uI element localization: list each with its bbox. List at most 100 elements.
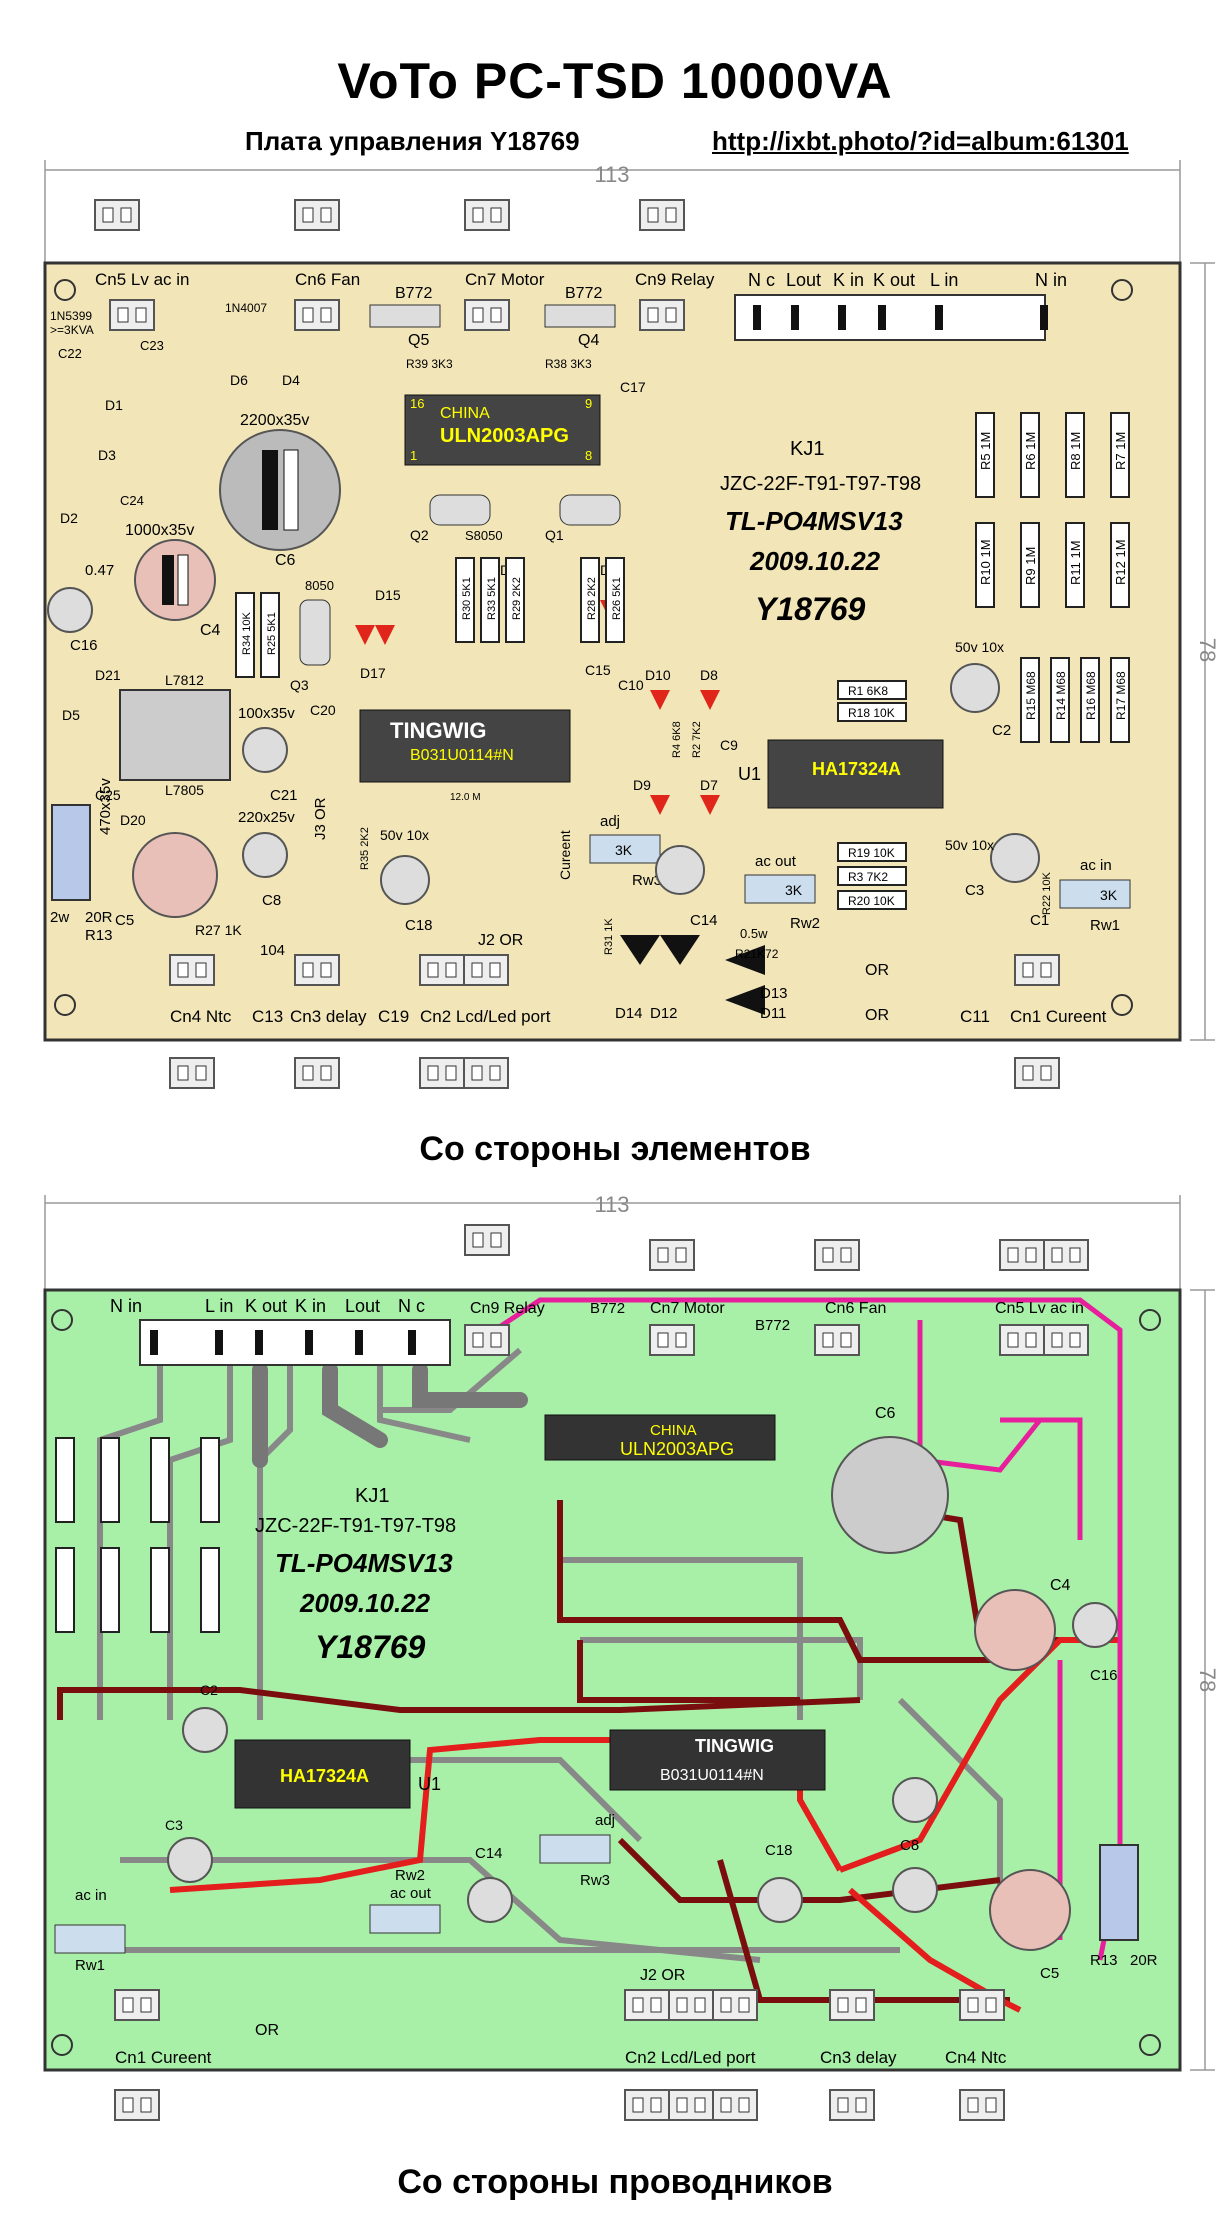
cn7-label-b: Cn7 Motor	[650, 1300, 725, 1317]
relay-terminal-block	[734, 294, 1046, 341]
relay-terminal-label: K out	[245, 1296, 287, 1316]
r21-label: R21K72	[735, 947, 779, 961]
c18-capacitor	[380, 855, 430, 905]
marking-date: 2009.10.22	[749, 546, 881, 576]
c21-capacitor-b	[892, 1777, 938, 1823]
c14-capacitor	[655, 845, 705, 895]
q4-type: B772	[565, 285, 602, 302]
relay-terminal-pin	[838, 305, 846, 330]
q4-ref: Q4	[578, 332, 599, 349]
marking-kj1-b: KJ1	[355, 1485, 389, 1507]
c5-ref-b: C5	[1040, 1965, 1059, 1982]
uln-pin1: 1	[410, 448, 417, 463]
r2-label: R2 7K2	[691, 721, 703, 758]
cn1-label-b: Cn1 Cureent	[115, 2048, 212, 2067]
r19-label: R19 10K	[848, 846, 895, 860]
cn9-label-b: Cn9 Relay	[470, 1300, 545, 1317]
c19-label: C19	[378, 1007, 409, 1026]
rw2-trimmer[interactable]	[744, 874, 816, 904]
c21-ref: C21	[270, 787, 298, 804]
c5-ref: C5	[115, 912, 134, 929]
r15-label: R15 M68	[1024, 671, 1038, 720]
source-url[interactable]: http://ixbt.photo/?id=album:61301	[712, 126, 1129, 156]
relay-terminal-pin	[753, 305, 761, 330]
uln2003-chip-b	[544, 1414, 776, 1461]
rw2-ref: Rw2	[790, 915, 820, 932]
r7-label: R7 1M	[1113, 432, 1128, 470]
c22-label: C22	[58, 346, 82, 361]
c5-capacitor	[132, 832, 218, 918]
n4007-label: 1N4007	[225, 301, 267, 315]
r26-label: R26 5K1	[611, 577, 623, 620]
or-label-b: OR	[255, 2022, 279, 2039]
trace-side-caption: Со стороны проводников	[397, 2163, 833, 2201]
r12-label: R12 1M	[1113, 539, 1128, 585]
cn4-label-b: Cn4 Ntc	[945, 2048, 1007, 2067]
ac-in-label-b: ac in	[75, 1887, 107, 1904]
relay-terminal-pin	[215, 1330, 223, 1355]
r18-label: R18 10K	[848, 706, 895, 720]
rw2-trimmer-b[interactable]	[369, 1904, 441, 1934]
c2-capacitor-b	[182, 1707, 228, 1753]
u1-ref: U1	[738, 764, 761, 784]
cn1-label: Cn1 Cureent	[1010, 1007, 1107, 1026]
d6-label: D6	[230, 372, 248, 388]
relay-terminal-label: N c	[398, 1296, 425, 1316]
rw1-trimmer[interactable]	[1059, 879, 1131, 909]
d3-label: D3	[98, 447, 116, 463]
or-label-2: OR	[865, 1007, 889, 1024]
c4-value: 1000x35v	[125, 522, 194, 539]
c6-value: 2200x35v	[240, 412, 309, 429]
width-label-bottom: 113	[594, 1192, 629, 1217]
cn3-label: Cn3 delay	[290, 1007, 367, 1026]
c5-capacitor-b	[989, 1869, 1071, 1951]
c8-ref-b: C8	[900, 1837, 919, 1854]
l7805-label: L7805	[165, 782, 204, 798]
n8050-label: 8050	[305, 578, 334, 593]
r22-label: R22 10K	[1041, 872, 1053, 915]
r13-ref: R13	[85, 927, 113, 944]
relay-terminal-pin	[791, 305, 799, 330]
rw3-ref-b: Rw3	[580, 1872, 610, 1889]
cn7-label: Cn7 Motor	[465, 270, 545, 289]
uln-part: ULN2003APG	[440, 425, 569, 447]
q5-type: B772	[395, 285, 432, 302]
r13-resistor-b	[1099, 1844, 1139, 1941]
adj-label-b: adj	[595, 1812, 615, 1829]
d7-label: D7	[700, 777, 718, 793]
d9-label: D9	[633, 777, 651, 793]
d4-label: D4	[282, 372, 300, 388]
c18-ref-b: C18	[765, 1842, 793, 1859]
j3-label: J3 OR	[312, 797, 329, 840]
c4-ref: C4	[200, 622, 221, 639]
c21-value: 100x35v	[238, 705, 295, 722]
cn6-label: Cn6 Fan	[295, 270, 360, 289]
tingwig-maker-b: TINGWIG	[695, 1736, 774, 1756]
relay-terminal-pin	[305, 1330, 313, 1355]
q5-ref: Q5	[408, 332, 429, 349]
r13-v-b: 20R	[1130, 1952, 1158, 1969]
c3-capacitor-b	[167, 1837, 213, 1883]
c16-capacitor-b	[1072, 1602, 1118, 1648]
c4-ref-b: C4	[1050, 1577, 1071, 1594]
marking-id-b: Y18769	[315, 1629, 426, 1665]
cn2-label: Cn2 Lcd/Led port	[420, 1007, 551, 1026]
c16-ref-b: C16	[1090, 1667, 1118, 1684]
tingwig-chip	[359, 709, 571, 783]
rw1-trimmer-b[interactable]	[54, 1924, 126, 1954]
r8-label: R8 1M	[1068, 432, 1083, 470]
d21-label: D21	[95, 667, 121, 683]
r29-label: R29 2K2	[511, 577, 523, 620]
rw3-trimmer-b[interactable]	[539, 1834, 611, 1864]
r31-label: R31 1K	[603, 918, 615, 955]
r13-resistor	[51, 804, 91, 901]
d20-label: D20	[120, 812, 146, 828]
adj-label: adj	[600, 813, 620, 830]
rw3-trimmer[interactable]	[589, 834, 661, 864]
width-label-top: 113	[594, 162, 629, 187]
q5-type-b: B772	[755, 1317, 790, 1334]
marking-relay: JZC-22F-T91-T97-T98	[720, 473, 921, 495]
tingwig-maker: TINGWIG	[390, 718, 487, 743]
rw3-ref: Rw3	[632, 872, 662, 889]
c16-capacitor	[47, 587, 93, 633]
